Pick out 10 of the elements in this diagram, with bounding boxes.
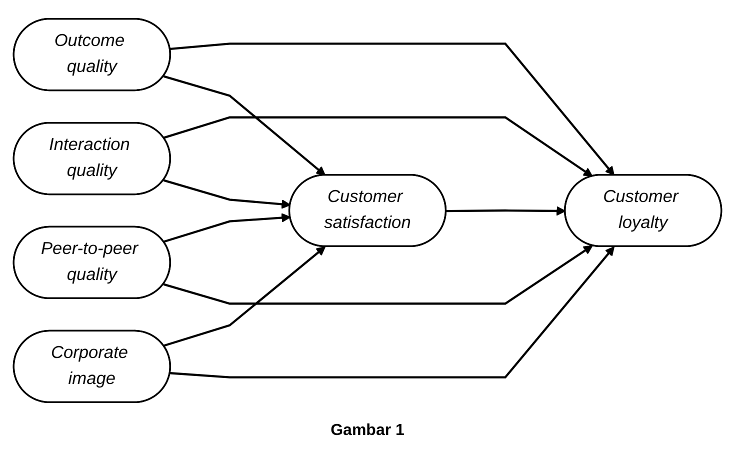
arrow — [163, 244, 593, 304]
arrow — [163, 178, 291, 208]
arrow — [163, 74, 326, 176]
caption: Gambar 1 — [330, 422, 404, 440]
arrow — [170, 42, 615, 176]
arrow — [163, 246, 326, 346]
arrow — [170, 246, 615, 378]
arrow — [163, 116, 593, 176]
arrow — [163, 212, 291, 242]
arrow — [446, 206, 566, 216]
